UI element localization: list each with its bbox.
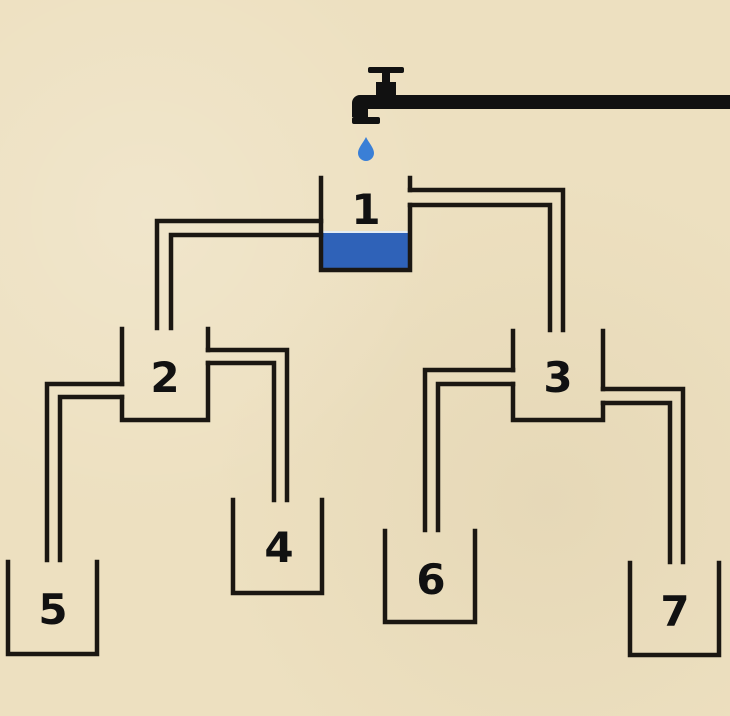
container-6	[382, 528, 478, 625]
pipe-1-to-2	[154, 218, 324, 331]
container-7-label: 7	[660, 587, 690, 636]
container-2	[119, 326, 211, 423]
container-5-label: 5	[38, 585, 68, 634]
container-1-water	[321, 231, 410, 270]
pipe-2-to-4	[205, 347, 290, 503]
pipe-3-to-6	[422, 367, 516, 533]
water-drop-icon	[358, 137, 374, 161]
container-3-label: 3	[543, 353, 573, 402]
container-4	[230, 497, 325, 596]
faucet-icon	[352, 67, 730, 124]
container-4-label: 4	[264, 523, 294, 572]
container-3	[510, 328, 606, 423]
container-1-label: 1	[351, 185, 381, 234]
pipe-3-to-7	[600, 386, 686, 565]
container-5	[5, 559, 100, 657]
container-7	[627, 560, 722, 658]
container-6-label: 6	[416, 555, 446, 604]
container-2-label: 2	[150, 353, 180, 402]
pipe-1-to-3	[407, 187, 566, 333]
pipe-2-to-5	[44, 381, 125, 563]
